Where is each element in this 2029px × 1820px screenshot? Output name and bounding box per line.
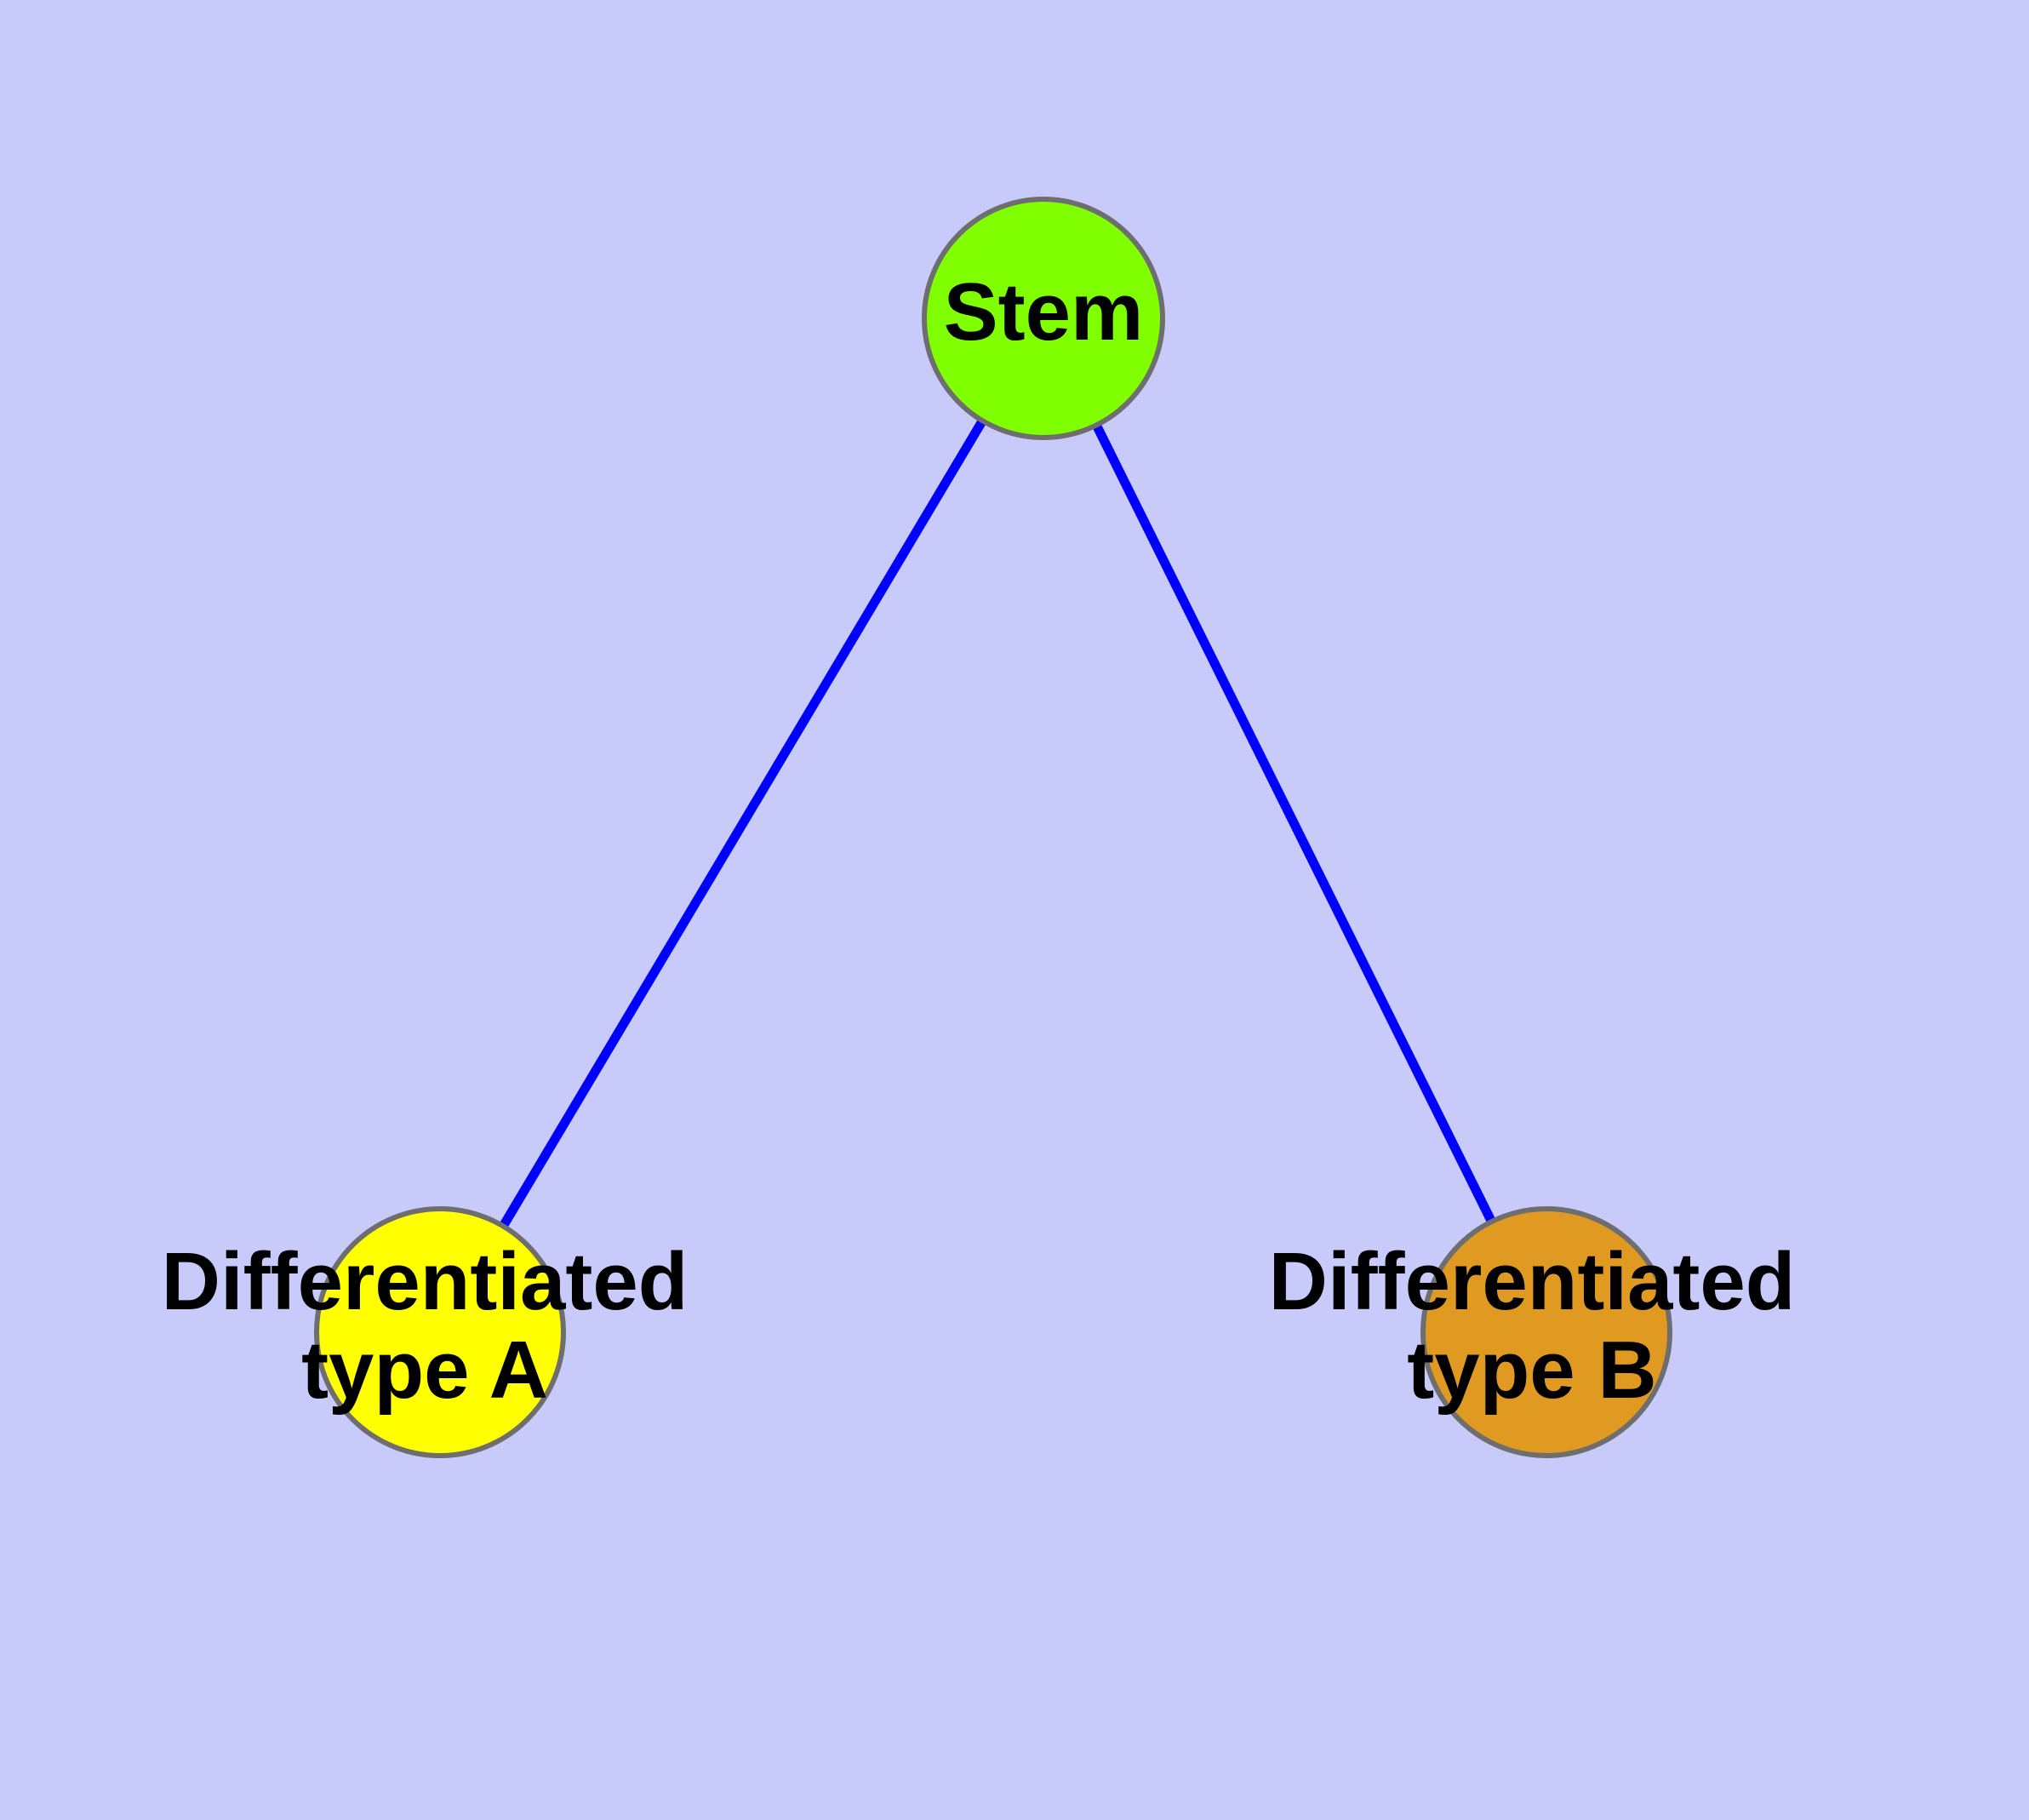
node-label-line: type B (1407, 1325, 1656, 1416)
node-label-line: Stem (944, 266, 1144, 358)
edge-stem-to-diff-a[interactable] (436, 316, 1048, 1335)
node-diff-b[interactable] (1420, 1206, 1672, 1458)
node-label-line: Differentiated (162, 1236, 689, 1327)
edge-stem-to-diff-b[interactable] (1039, 316, 1551, 1335)
nodes-layer (314, 197, 1672, 1458)
node-stem[interactable] (922, 197, 1165, 440)
node-label-line: Differentiated (1269, 1236, 1796, 1327)
node-diff-a[interactable] (314, 1206, 566, 1458)
node-label-stem: Stem (944, 266, 1144, 358)
edges-layer (436, 316, 1551, 1335)
node-label-line: type A (301, 1325, 548, 1416)
